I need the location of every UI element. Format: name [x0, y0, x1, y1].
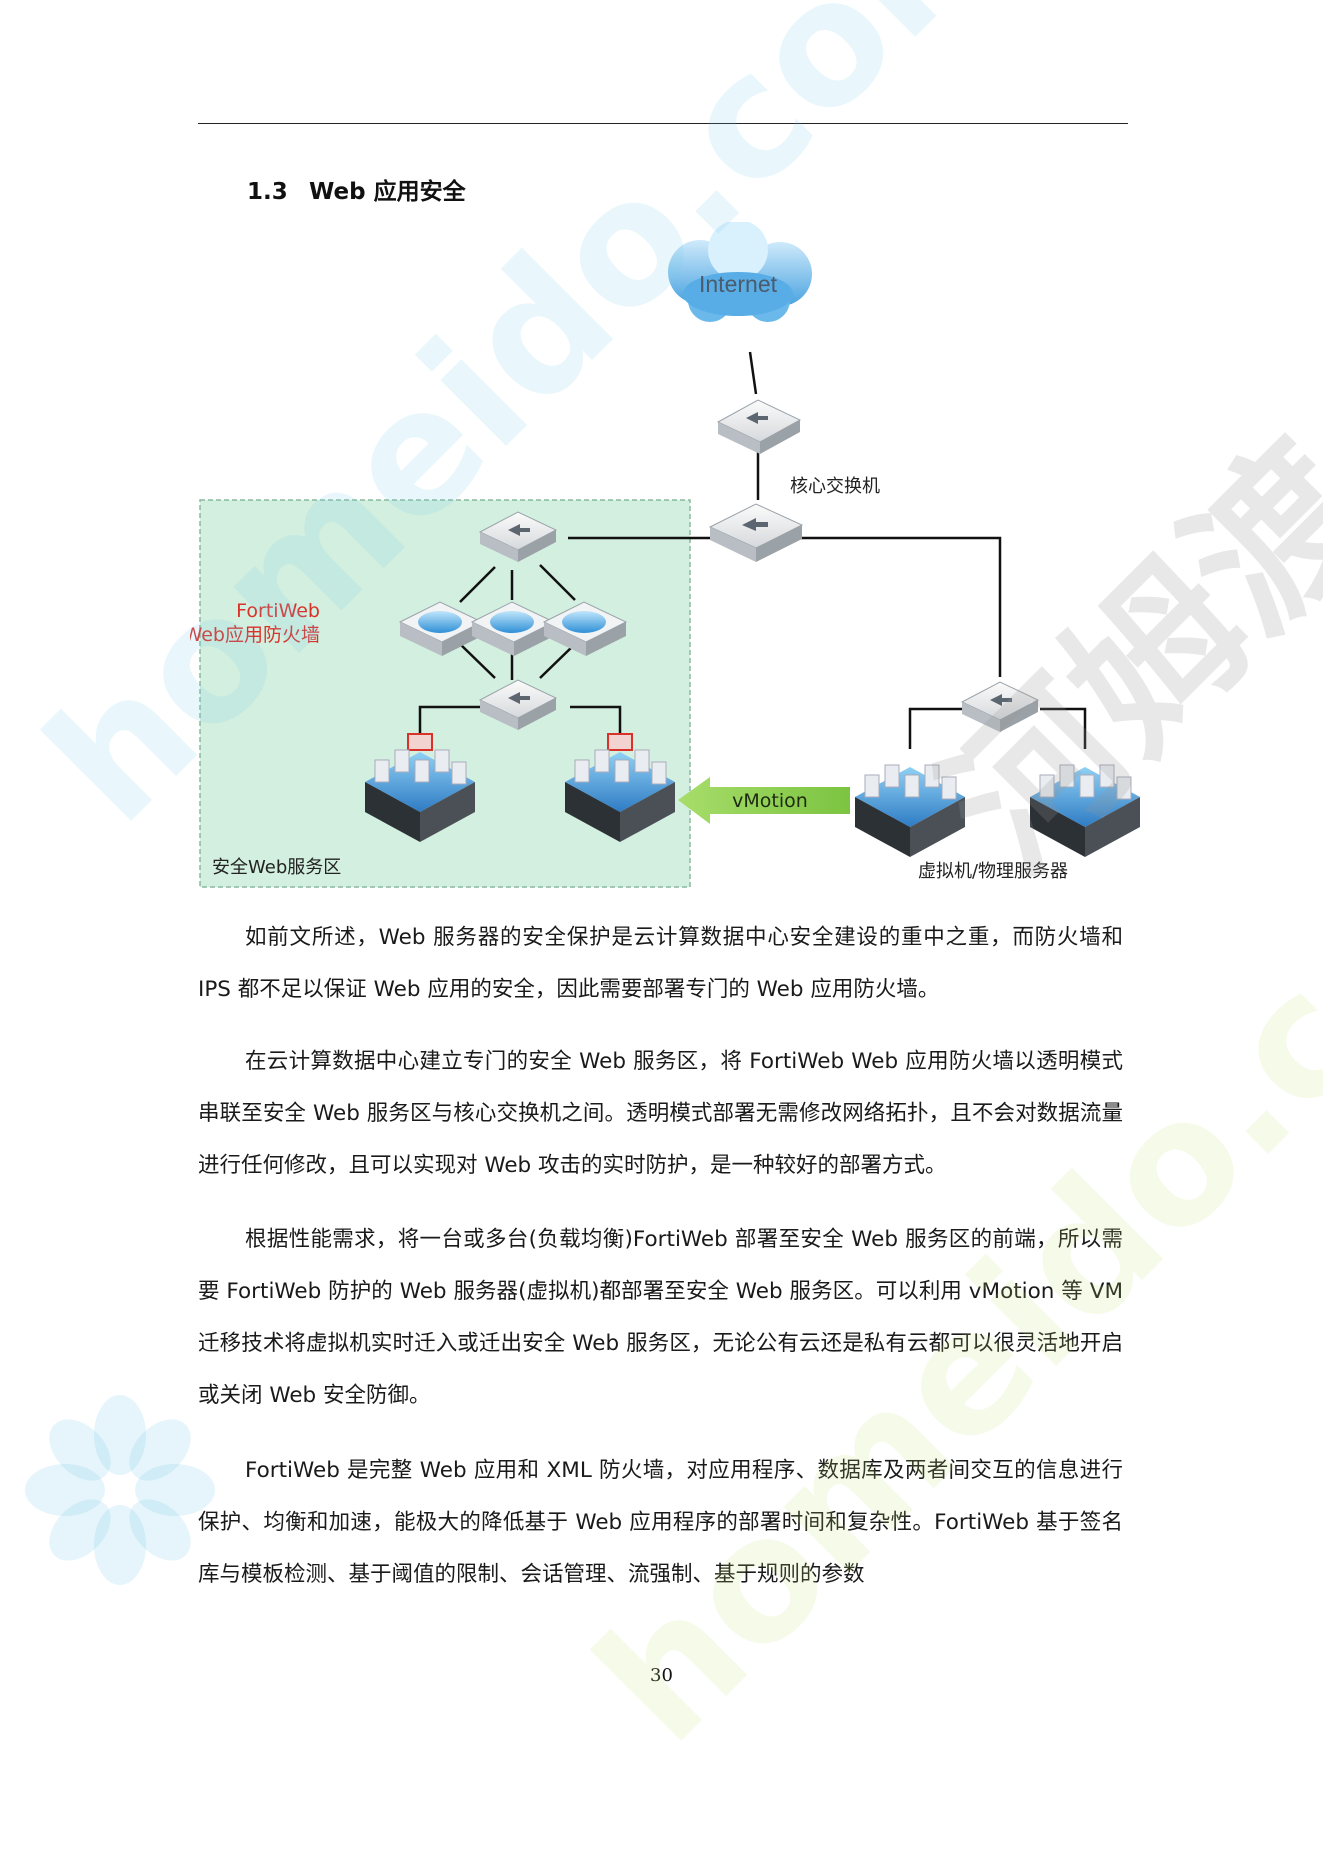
edge-switch-icon [716, 399, 802, 454]
paragraph-text: 如前文所述，Web 服务器的安全保护是云计算数据中心安全建设的重中之重，而防火墙… [198, 925, 1123, 1002]
fortiweb-label-line-1: FortiWeb [236, 600, 320, 622]
internet-cloud-icon [668, 222, 812, 322]
paragraph-text: 根据性能需求，将一台或多台(负载均衡)FortiWeb 部署至安全 Web 服务… [198, 1227, 1123, 1408]
secure-server-rack-icon [365, 733, 475, 842]
section-title: Web 应用安全 [309, 179, 466, 205]
paragraph-1: 如前文所述，Web 服务器的安全保护是云计算数据中心安全建设的重中之重，而防火墙… [198, 912, 1123, 1016]
zone-top-switch-icon [478, 511, 558, 562]
vmotion-label: vMotion [732, 790, 808, 812]
paragraph-2: 在云计算数据中心建立专门的安全 Web 服务区，将 FortiWeb Web 应… [198, 1036, 1123, 1192]
servers-label: 虚拟机/物理服务器 [918, 861, 1068, 882]
vm-server-rack-icon [1030, 764, 1140, 857]
header-rule [198, 123, 1128, 124]
section-number: 1.3 [247, 179, 288, 205]
server-side-switch-icon [960, 681, 1040, 732]
network-diagram: Internet [190, 222, 1140, 902]
paragraph-text: 在云计算数据中心建立专门的安全 Web 服务区，将 FortiWeb Web 应… [198, 1049, 1123, 1178]
paragraph-4: FortiWeb 是完整 Web 应用和 XML 防火墙，对应用程序、数据库及两… [198, 1445, 1123, 1601]
network-links [418, 351, 1087, 749]
vmotion-arrow-icon [678, 777, 850, 824]
paragraph-text: FortiWeb 是完整 Web 应用和 XML 防火墙，对应用程序、数据库及两… [198, 1458, 1123, 1587]
zone-bottom-switch-icon [478, 679, 558, 730]
page-number: 30 [650, 1665, 673, 1686]
secure-zone-label: 安全Web服务区 [212, 857, 341, 878]
secure-server-rack-icon [565, 733, 675, 842]
core-switch-label: 核心交换机 [790, 476, 880, 497]
section-heading: 1.3 Web 应用安全 [247, 172, 466, 206]
core-switch-icon [708, 503, 804, 562]
fortiweb-appliance-icon [542, 601, 628, 656]
watermark-flower-icon [25, 1395, 215, 1585]
paragraph-3: 根据性能需求，将一台或多台(负载均衡)FortiWeb 部署至安全 Web 服务… [198, 1214, 1123, 1422]
fortiweb-label-line-2: Web应用防火墙 [190, 624, 320, 646]
internet-label: Internet [699, 271, 778, 297]
vm-server-rack-icon [855, 764, 965, 857]
